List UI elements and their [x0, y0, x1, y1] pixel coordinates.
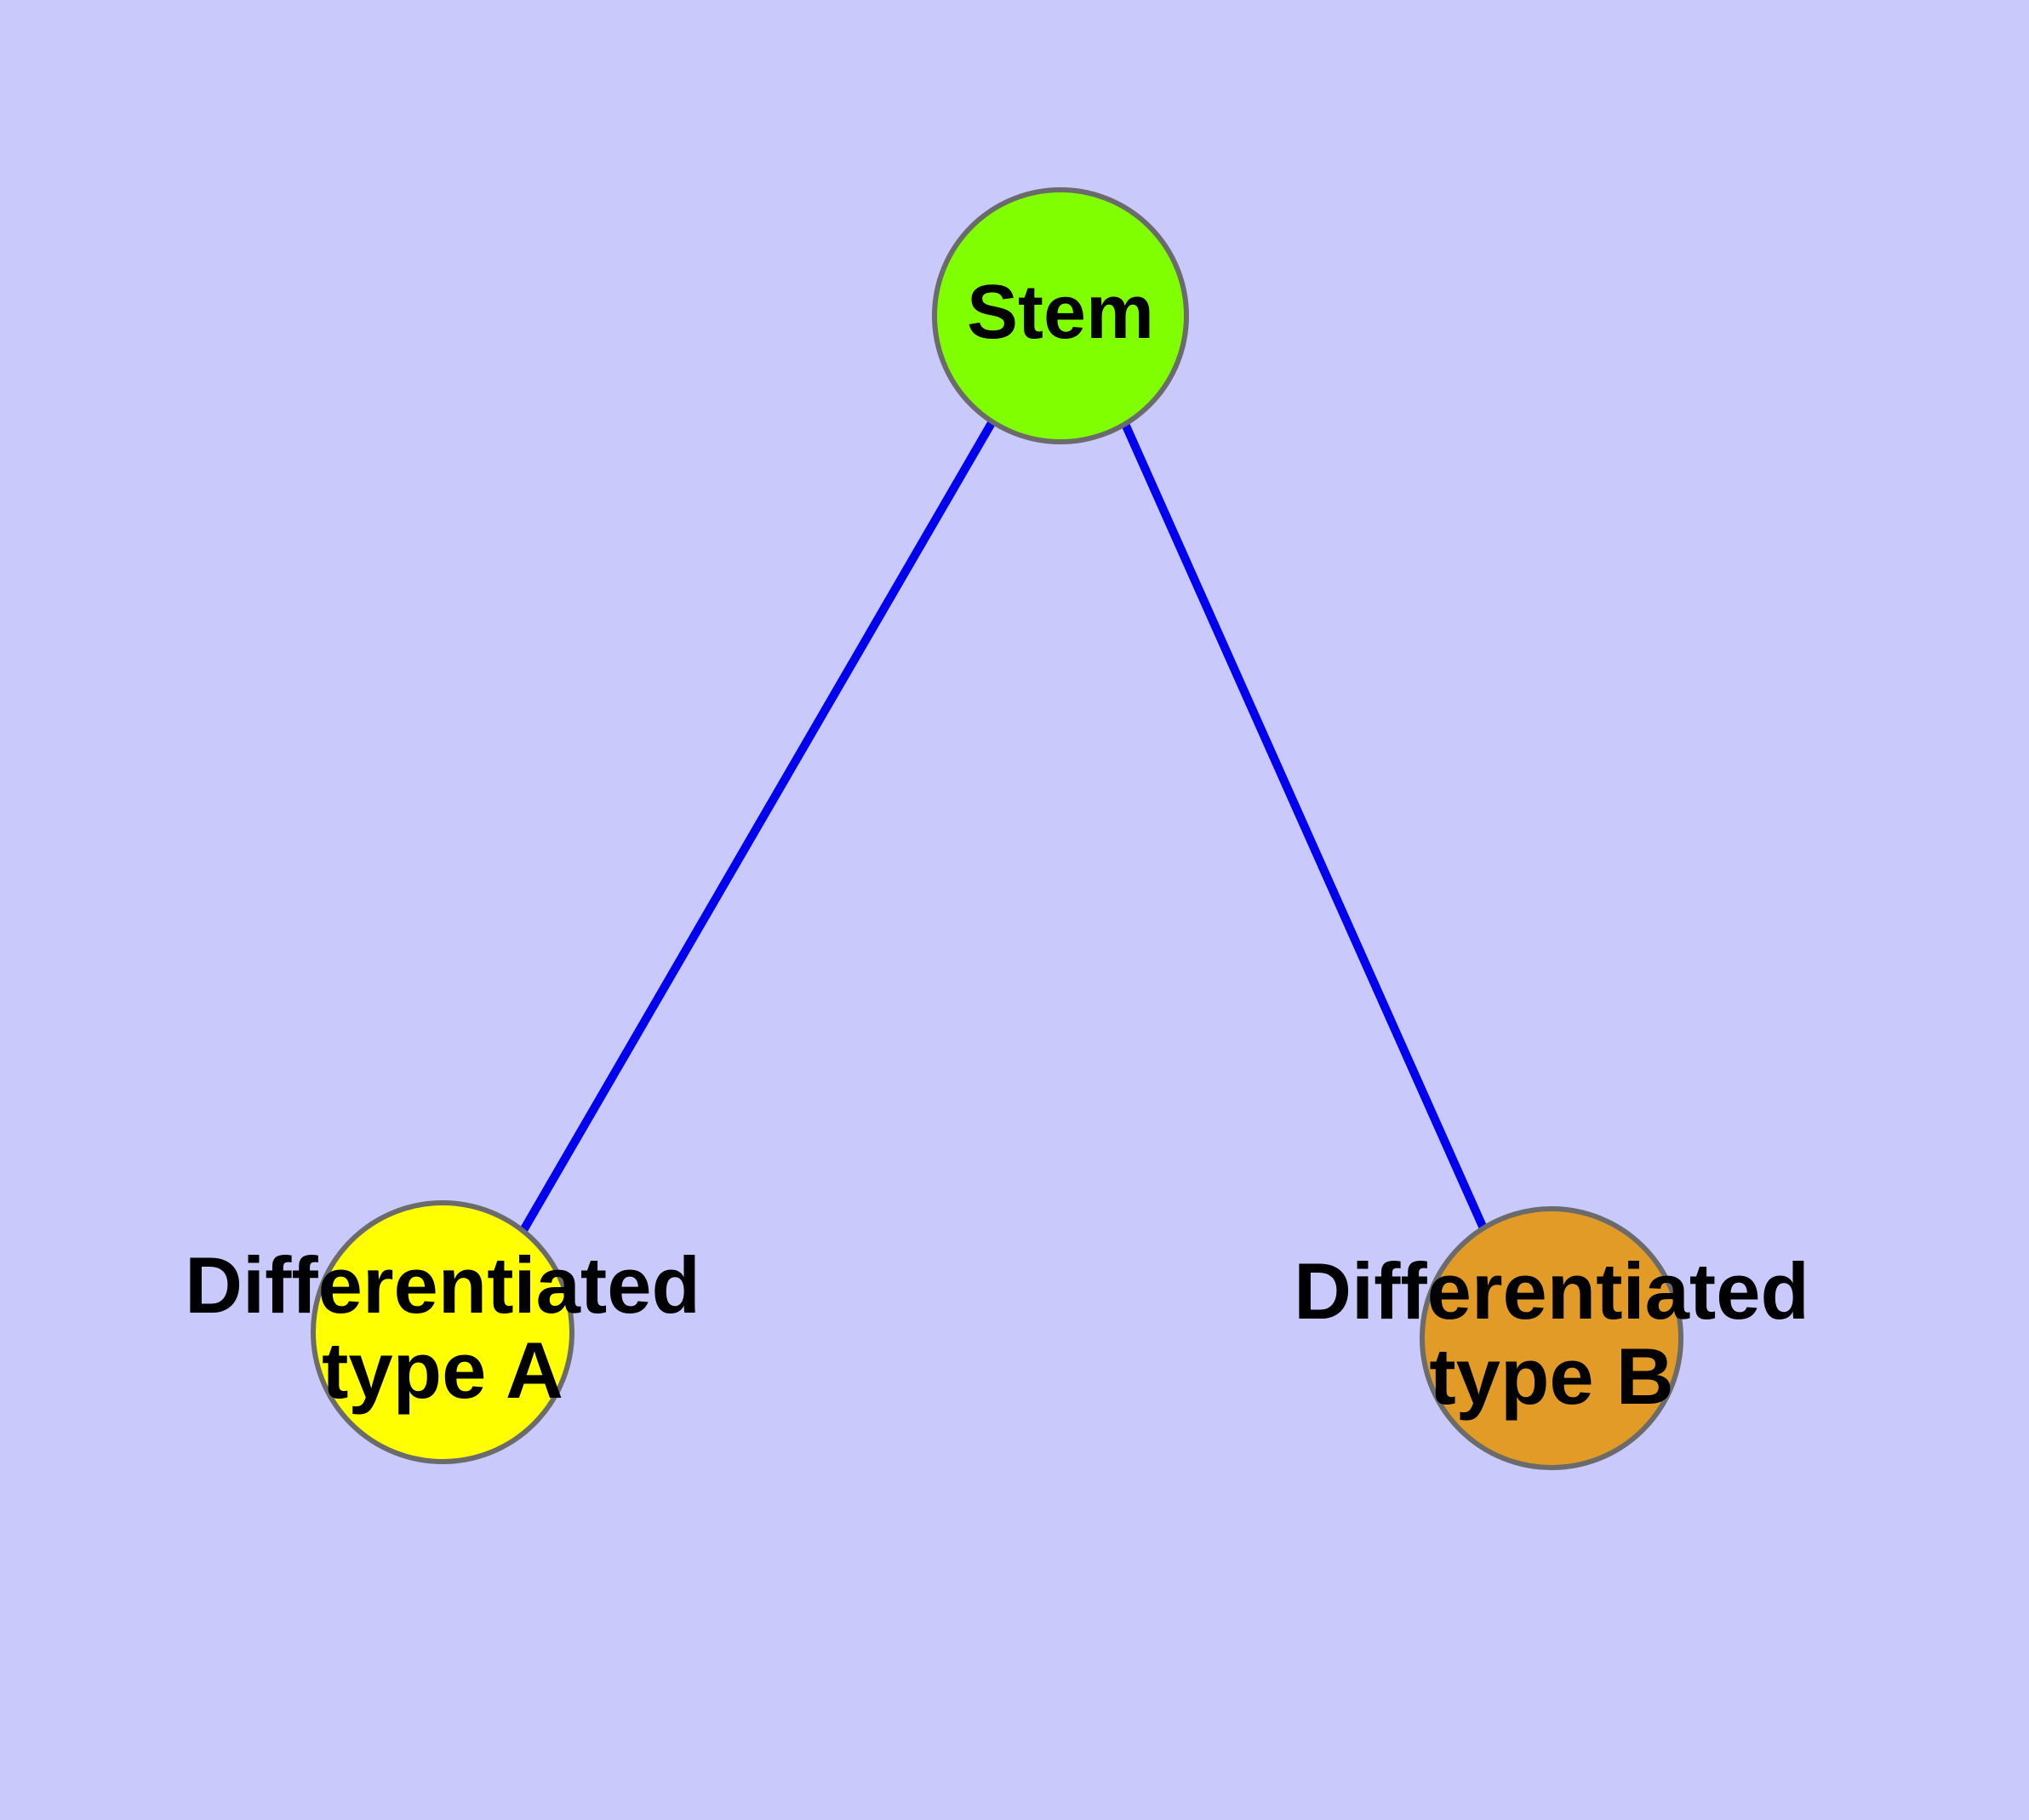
edge-stem-diff-a[interactable]	[518, 421, 996, 1234]
node-differentiated-type-a[interactable]	[311, 1200, 574, 1464]
edge-stem-diff-b[interactable]	[1121, 421, 1488, 1231]
node-stem[interactable]	[932, 187, 1189, 444]
node-differentiated-type-b[interactable]	[1420, 1206, 1683, 1470]
edge-layer	[518, 421, 1488, 1234]
node-layer	[311, 187, 1683, 1470]
